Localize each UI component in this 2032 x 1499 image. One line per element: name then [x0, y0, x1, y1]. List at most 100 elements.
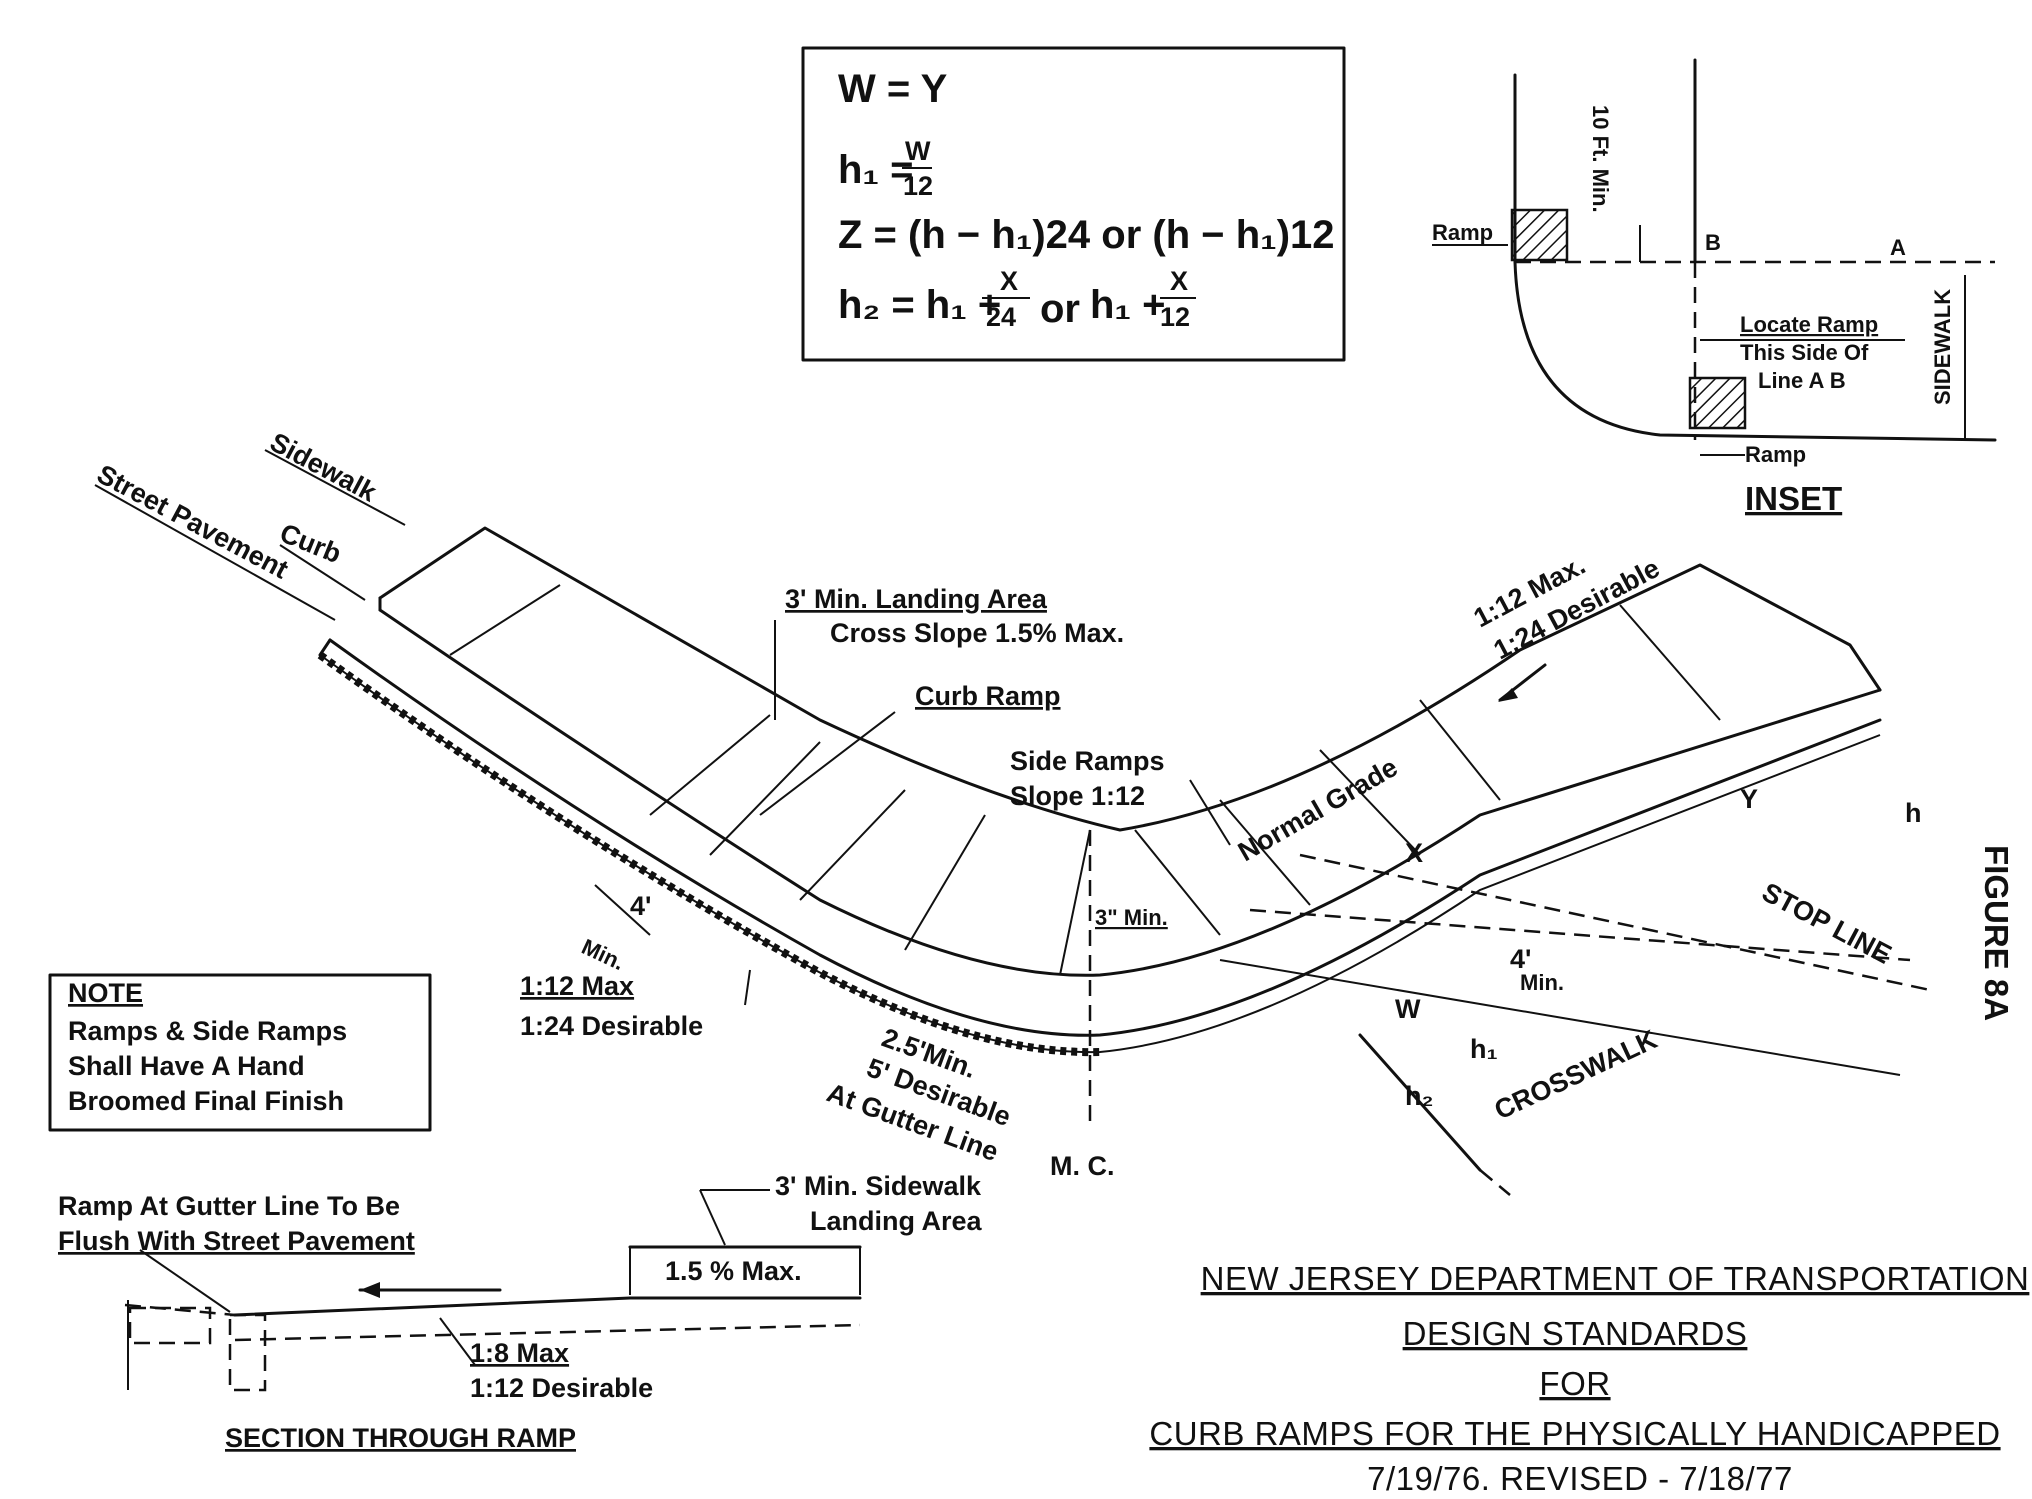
four-ft-right-label: 4' — [1510, 944, 1531, 974]
section-flush-line-2: Flush With Street Pavement — [58, 1226, 415, 1256]
title-block: NEW JERSEY DEPARTMENT OF TRANSPORTATION … — [1149, 1260, 2030, 1497]
stop-line — [1299, 853, 1931, 992]
section-ramp-line-2: 1:12 Desirable — [470, 1373, 653, 1403]
sidewalk-joint-right — [1619, 604, 1721, 721]
inset-vertical-text: 10 Ft. Min. — [1588, 105, 1613, 213]
title-line-2: DESIGN STANDARDS — [1403, 1315, 1748, 1352]
section-slope-max: 1.5 % Max. — [665, 1256, 802, 1286]
section-pavement-top — [124, 1303, 236, 1317]
section-curb-block — [228, 1313, 267, 1392]
gutter-line — [319, 654, 1881, 1054]
leader-curb — [279, 544, 366, 601]
title-line-3: FOR — [1539, 1365, 1610, 1402]
sidewalk-joint — [449, 584, 561, 656]
four-ft-left-label: 4' — [630, 891, 651, 921]
ramp-joint-3 — [799, 789, 906, 901]
formula-frame — [801, 46, 1346, 362]
curb-left-end — [318, 638, 332, 657]
slope-left-line-2: 1:24 Desirable — [520, 1011, 703, 1041]
leader-side-ramps — [1189, 779, 1231, 846]
side-ramps-line-1: Side Ramps — [1010, 746, 1165, 776]
ramp-joint-5 — [1059, 829, 1091, 976]
section-through-ramp: Ramp At Gutter Line To Be Flush With Str… — [58, 1171, 983, 1453]
formula-line-1: W = Y — [838, 67, 948, 111]
formula-line-4-middle: h₁ + — [1090, 283, 1165, 327]
crosswalk-line-lower — [1219, 959, 1901, 1076]
formula-line-4-denominator-2: 12 — [1160, 302, 1190, 332]
h-label: h — [1905, 798, 1922, 828]
formula-line-3: Z = (h − h₁)24 or (h − h₁)12 — [838, 213, 1335, 257]
mc-label: M. C. — [1050, 1151, 1115, 1181]
h1-label: h₁ — [1470, 1034, 1498, 1064]
inset-note-line-3: Line A B — [1758, 368, 1846, 393]
formula-box: W = Y h₁ = W 12 Z = (h − h₁)24 or (h − h… — [801, 46, 1346, 362]
ramp-joint-9 — [1419, 699, 1501, 801]
note-line-1: Ramps & Side Ramps — [68, 1016, 347, 1046]
note-line-2: Shall Have A Hand — [68, 1051, 305, 1081]
curb-top-line — [378, 608, 1882, 977]
inset-note-line-1: Locate Ramp — [1740, 312, 1878, 337]
ramp-joint-7 — [1219, 799, 1311, 906]
slope-arrow-head — [1498, 688, 1518, 702]
figure-label: FIGURE 8A — [1978, 845, 2015, 1021]
inset-ramp-left — [1510, 208, 1569, 262]
sidewalk-back-edge — [378, 526, 1882, 832]
section-landing-leader-2 — [699, 1189, 726, 1246]
crosswalk-label: CROSSWALK — [1490, 1024, 1662, 1126]
section-flush-line-1: Ramp At Gutter Line To Be — [58, 1191, 400, 1221]
leader-slope-left — [744, 969, 751, 1006]
formula-line-4-numerator-1: X — [1000, 266, 1018, 296]
crosswalk-line-upper — [1249, 908, 1911, 962]
w-label: W — [1395, 994, 1421, 1024]
formula-line-4-numerator-2: X — [1170, 266, 1188, 296]
leader-curb-ramp — [759, 711, 896, 816]
landing-area-line-1: 3' Min. Landing Area — [785, 584, 1048, 614]
formula-line-4: h₂ = h₁ + — [838, 283, 1001, 327]
pavement-hatch-edge — [317, 651, 1101, 1057]
x-label: X — [1405, 838, 1423, 868]
section-ramp-line-1: 1:8 Max — [470, 1338, 569, 1368]
formula-line-2-numerator: W — [905, 136, 931, 166]
inset-note-line-2: This Side Of — [1740, 340, 1869, 365]
ramp-joint-6 — [1134, 829, 1221, 936]
sidewalk-label: Sidewalk — [265, 427, 382, 508]
leader-street-pavement — [94, 484, 336, 621]
title-line-5: 7/19/76. REVISED - 7/18/77 — [1367, 1460, 1793, 1497]
section-flush-leader — [139, 1249, 231, 1313]
ramp-joint-1 — [649, 714, 771, 816]
ramp-joint-2 — [709, 741, 821, 856]
main-isometric-drawing: Sidewalk Street Pavement Curb 3' Min. La… — [92, 427, 2015, 1196]
inset-ramp-left-label: Ramp — [1432, 220, 1493, 245]
note-box: NOTE Ramps & Side Ramps Shall Have A Han… — [48, 973, 432, 1132]
h2-label: h₂ — [1405, 1081, 1434, 1111]
inset-point-b: B — [1705, 230, 1721, 255]
landing-area-line-2: Cross Slope 1.5% Max. — [830, 618, 1124, 648]
note-line-3: Broomed Final Finish — [68, 1086, 344, 1116]
inset-point-a: A — [1890, 235, 1906, 260]
section-ramp-surface — [233, 1296, 632, 1317]
street-pavement-label: Street Pavement — [92, 459, 293, 585]
section-landing-line-2: Landing Area — [810, 1206, 983, 1236]
note-heading: NOTE — [68, 978, 143, 1008]
inset-curb-return — [1513, 260, 1997, 442]
formula-line-4-or: or — [1040, 287, 1080, 331]
section-ramp-leader — [439, 1317, 476, 1366]
crosswalk-edge — [1358, 1033, 1482, 1172]
side-ramps-line-2: Slope 1:12 — [1010, 781, 1145, 811]
section-arrow-head — [360, 1282, 380, 1298]
ramp-joint-8 — [1319, 749, 1421, 856]
curb-face-line — [328, 638, 1882, 1037]
min-right-label: Min. — [1520, 970, 1564, 995]
ramp-joint-4 — [904, 814, 986, 951]
inset-title: INSET — [1745, 480, 1842, 517]
note-frame — [48, 973, 432, 1132]
formula-line-2-denominator: 12 — [903, 171, 933, 201]
title-line-1: NEW JERSEY DEPARTMENT OF TRANSPORTATION — [1201, 1260, 2030, 1297]
min-left-label: Min. — [578, 934, 628, 975]
leader-sidewalk — [264, 449, 406, 526]
slope-left-line-1: 1:12 Max — [520, 971, 634, 1001]
crosswalk-edge-ext — [1479, 1169, 1511, 1196]
section-title: SECTION THROUGH RAMP — [225, 1423, 576, 1453]
stop-line-label: STOP LINE — [1757, 877, 1896, 970]
